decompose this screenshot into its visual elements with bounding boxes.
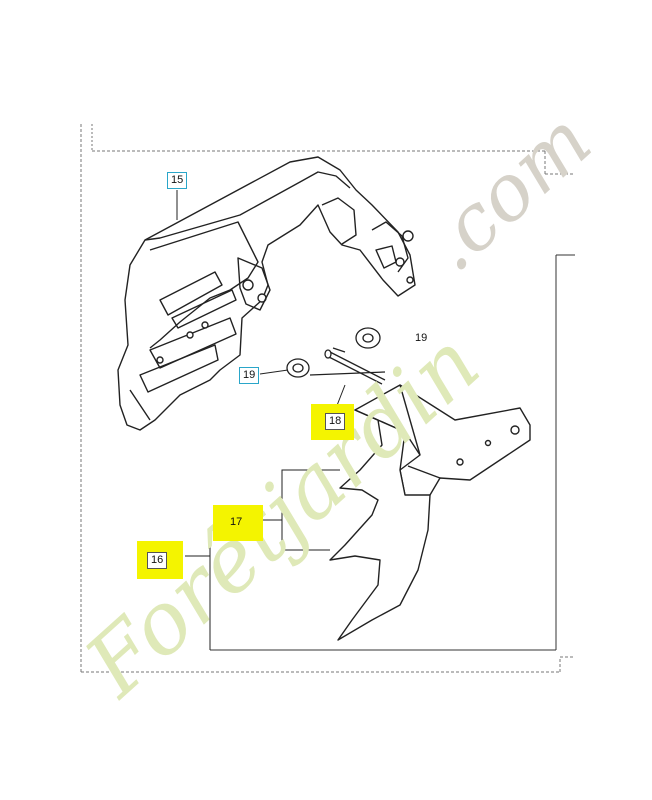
nut-lower-drawing bbox=[286, 358, 310, 378]
callout-16: 16 bbox=[147, 552, 168, 569]
callout-17: 17 bbox=[230, 516, 242, 528]
callout-15-label: 15 bbox=[167, 172, 188, 189]
clutch-cover-drawing bbox=[117, 156, 416, 431]
callout-19-right: 19 bbox=[415, 332, 427, 344]
callout-19-right-label: 19 bbox=[415, 332, 428, 344]
watermark-text-right: .com bbox=[407, 95, 608, 289]
leader-lines bbox=[176, 190, 346, 650]
diagram-frame bbox=[80, 124, 575, 673]
callout-18: 18 bbox=[325, 413, 346, 430]
callout-16-label: 16 bbox=[147, 552, 168, 569]
callout-19-left-label: 19 bbox=[239, 367, 260, 384]
callout-15: 15 bbox=[167, 172, 188, 189]
callout-19-left: 19 bbox=[239, 367, 260, 384]
nut-upper-drawing bbox=[332, 327, 381, 353]
bumper-spike-drawing bbox=[329, 384, 531, 641]
highlight-17 bbox=[213, 505, 263, 541]
callout-18-label: 18 bbox=[325, 413, 346, 430]
callout-17-label: 17 bbox=[230, 516, 243, 528]
bolt-drawing bbox=[309, 349, 386, 385]
